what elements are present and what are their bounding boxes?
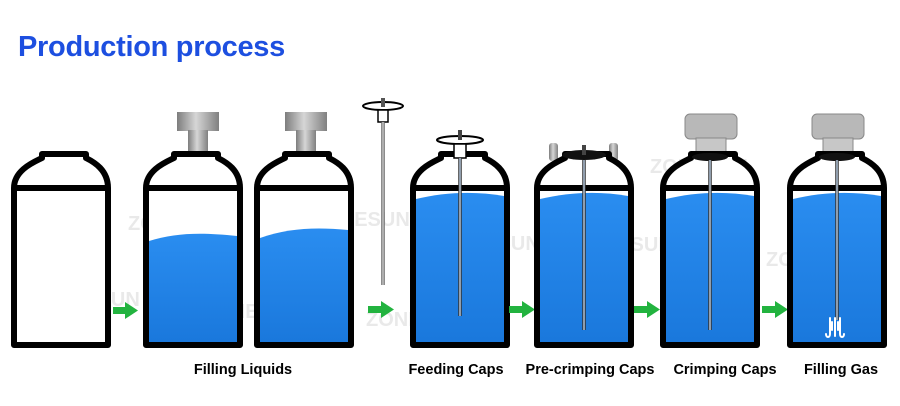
can-feeding-caps	[410, 130, 510, 348]
arrow-icon	[368, 301, 394, 318]
step-label-crimping-caps: Crimping Caps	[673, 362, 776, 378]
arrow-icon	[762, 301, 788, 318]
step-label-filling-liquids: Filling Liquids	[194, 362, 292, 378]
arrow-icon	[509, 301, 535, 318]
arrow-icon	[113, 302, 138, 319]
can-pre-crimping-caps	[534, 143, 634, 348]
arrow-icon	[634, 301, 660, 318]
gas-bubbles-icon	[825, 317, 845, 338]
can-filling-liquids-1	[143, 112, 243, 348]
empty-can	[11, 151, 111, 348]
step-label-filling-gas: Filling Gas	[804, 362, 878, 378]
step-label-feeding-caps: Feeding Caps	[408, 362, 503, 378]
can-crimping-caps	[660, 113, 760, 348]
step-label-pre-crimping-caps: Pre-crimping Caps	[526, 362, 655, 378]
valve-dip-tube	[362, 98, 404, 285]
page-title: Production process	[18, 31, 285, 63]
can-filling-gas	[787, 113, 887, 348]
can-filling-liquids-2	[254, 112, 354, 348]
